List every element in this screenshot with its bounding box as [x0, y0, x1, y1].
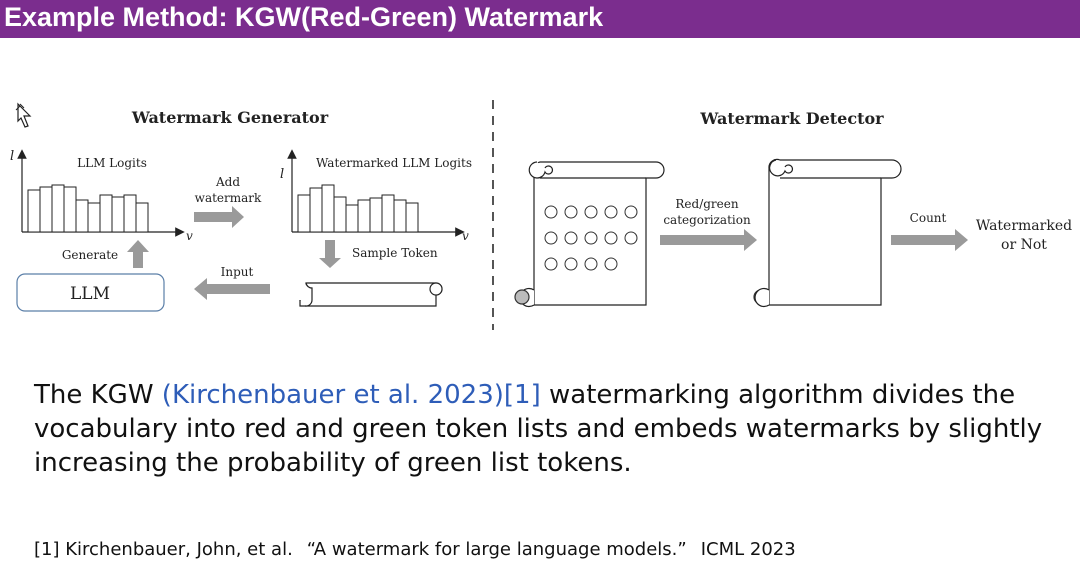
logit-bar — [123, 194, 137, 233]
categorization-label-2: categorization — [663, 213, 751, 227]
watermark-diagram: Watermark Generator Watermark Detector l… — [10, 100, 1072, 330]
llm-box — [16, 273, 165, 312]
logit-bar — [297, 194, 311, 233]
llm-box-label: LLM — [70, 284, 110, 304]
generator-title: Watermark Generator — [131, 108, 329, 127]
logit-bar — [345, 204, 359, 233]
text-scroll-icon — [514, 161, 665, 308]
logit-bar — [369, 197, 383, 233]
logit-bar — [27, 189, 41, 233]
detector-title: Watermark Detector — [699, 109, 884, 128]
token-circles — [544, 205, 638, 271]
logit-bar — [309, 187, 323, 233]
body-text-after: watermarking algorithm divides the vocab… — [34, 380, 1043, 478]
logit-bar — [39, 186, 53, 233]
sample-token-arrow — [319, 240, 341, 268]
generate-label: Generate — [62, 248, 118, 262]
count-label: Count — [910, 211, 947, 225]
logit-bar — [135, 202, 149, 233]
logit-bar — [51, 184, 65, 233]
axis-l-label-2: l — [280, 167, 284, 182]
logit-bar — [405, 202, 419, 233]
slide-title: Example Method: KGW(Red-Green) Watermark — [4, 2, 604, 32]
logit-bar — [63, 186, 77, 233]
add-watermark-arrow — [194, 206, 244, 228]
categorization-arrow — [660, 229, 757, 251]
logit-bar — [381, 194, 395, 233]
title-bar: Example Method: KGW(Red-Green) Watermark — [0, 0, 1080, 38]
body-text-before: The KGW — [34, 380, 162, 410]
footnote: [1] Kirchenbauer, John, et al. “A waterma… — [34, 538, 796, 562]
input-label: Input — [221, 265, 254, 279]
watermarked-logits-chart: l v Watermarked LLM Logits — [280, 149, 472, 243]
axis-v-label: v — [186, 229, 193, 243]
categorized-scroll-icon — [753, 158, 902, 308]
axis-v-label-2: v — [462, 229, 469, 243]
add-watermark-label-2: watermark — [195, 191, 262, 205]
logit-bar — [393, 199, 407, 233]
logit-bar — [321, 184, 335, 233]
logits-label: LLM Logits — [77, 156, 147, 170]
logit-bar — [357, 199, 371, 233]
categorization-label-1: Red/green — [675, 197, 738, 211]
result-label-1: Watermarked — [976, 218, 1072, 234]
count-arrow — [891, 229, 968, 251]
logit-bar — [87, 202, 101, 233]
logit-bar — [111, 196, 125, 233]
logit-bar — [99, 194, 113, 233]
sample-token-label: Sample Token — [352, 246, 438, 260]
logit-bar — [333, 196, 347, 233]
token-scroll-icon — [299, 282, 443, 307]
input-arrow — [194, 278, 270, 300]
body-paragraph: The KGW (Kirchenbauer et al. 2023)[1] wa… — [34, 378, 1064, 480]
citation-link[interactable]: (Kirchenbauer et al. 2023)[1] — [161, 380, 541, 410]
result-label-2: or Not — [1001, 237, 1047, 253]
footnote-venue: ICML 2023 — [700, 539, 796, 560]
footnote-paper: “A watermark for large language models.” — [306, 539, 687, 560]
add-watermark-label-1: Add — [215, 175, 240, 189]
axis-l-label: l — [10, 149, 14, 164]
llm-logits-chart: l v LLM Logits — [10, 149, 193, 243]
logit-bar — [75, 199, 89, 233]
cursor-icon — [15, 102, 32, 128]
generate-arrow — [127, 240, 149, 268]
watermarked-logits-label: Watermarked LLM Logits — [316, 156, 472, 170]
footnote-ref: [1] Kirchenbauer, John, et al. — [34, 539, 293, 560]
